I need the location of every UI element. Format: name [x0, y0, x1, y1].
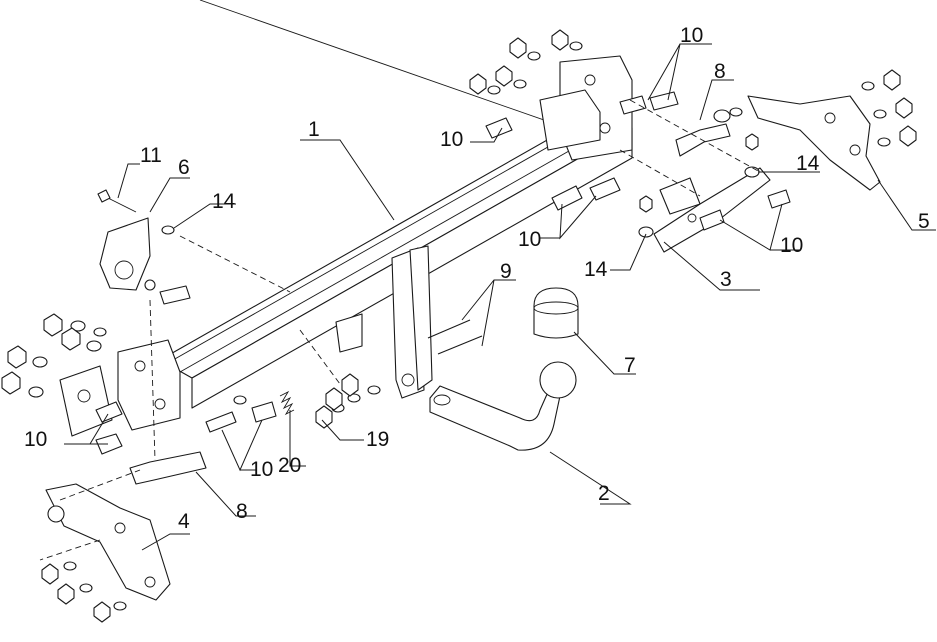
callout-4: 4 [178, 510, 190, 533]
top-nut-cluster [469, 29, 583, 139]
bracket-part-3 [653, 167, 771, 253]
callout-10-top-left: 10 [440, 128, 463, 151]
callout-14-lower: 14 [584, 258, 608, 281]
callout-2: 2 [598, 482, 610, 505]
callout-9: 9 [500, 260, 512, 283]
callout-labels: 1 2 3 4 5 6 7 8 8 9 10 10 10 10 10 10 11… [24, 24, 930, 533]
callout-10-top-right: 10 [680, 24, 703, 47]
bracket-part-5 [747, 95, 881, 191]
ball-cap-part-7 [533, 287, 579, 339]
callout-14-left: 14 [212, 190, 236, 213]
callout-10-centre: 10 [518, 228, 541, 251]
nut-cluster-19 [315, 373, 381, 429]
callout-19: 19 [366, 428, 389, 451]
ball-neck-part-2 [429, 361, 577, 451]
callout-14-right: 14 [796, 152, 820, 175]
callout-10-left: 10 [24, 428, 47, 451]
callout-11: 11 [140, 144, 162, 167]
left-crossbar-bracket [59, 339, 181, 437]
bracket-4-nut-cluster [41, 561, 127, 623]
right-nut-cluster [861, 69, 917, 147]
receiver-bracket [335, 245, 433, 399]
right-crossbar-bracket [539, 55, 633, 161]
socket-bracket-part-6 [99, 217, 151, 291]
callout-7: 7 [624, 354, 636, 377]
callout-8-upper: 8 [714, 60, 726, 83]
callout-6: 6 [178, 156, 190, 179]
bracket-part-4 [45, 483, 171, 601]
leader-lines [64, 43, 936, 551]
callout-10-right: 10 [780, 234, 803, 257]
callout-10-bottom-centre: 10 [250, 458, 273, 481]
callout-8-lower: 8 [236, 500, 248, 523]
left-nut-cluster [1, 313, 107, 398]
callout-3: 3 [720, 268, 732, 291]
callout-5: 5 [918, 210, 930, 233]
fastener-hardware [1, 29, 917, 623]
callout-1: 1 [308, 118, 320, 141]
callout-20: 20 [278, 454, 301, 477]
alignment-lines [39, 99, 761, 561]
